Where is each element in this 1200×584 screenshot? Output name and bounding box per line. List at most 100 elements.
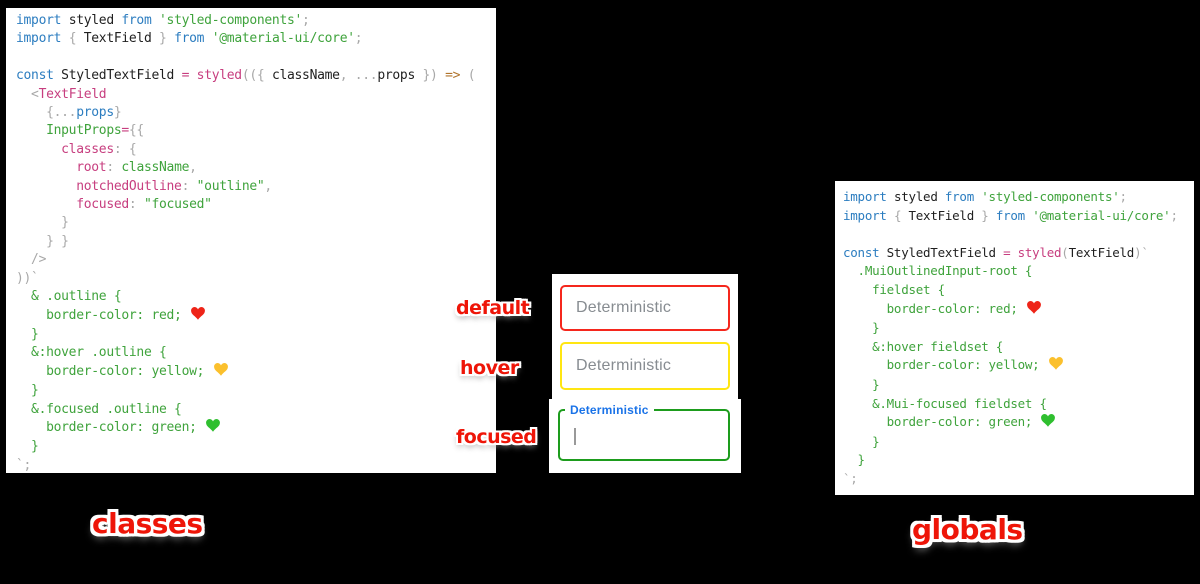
code-token: 'styled-components'	[159, 13, 303, 28]
code-token: import	[16, 31, 69, 47]
annotation-hover: hover	[460, 357, 519, 379]
code-token: import	[16, 13, 69, 28]
code-line: }	[16, 214, 496, 232]
code-token: <	[16, 86, 39, 102]
code-token: "focused"	[143, 197, 212, 213]
code-line: <TextField	[16, 86, 496, 104]
code-token: root	[16, 160, 107, 176]
code-line: .MuiOutlinedInput-root {	[843, 262, 1194, 281]
code-token: props	[377, 68, 415, 84]
code-token: &:hover fieldset {	[843, 338, 1004, 354]
code-line: }	[843, 451, 1194, 470]
textfield-default-label: Deterministic	[576, 299, 672, 316]
textfield-focused-label: Deterministic	[570, 403, 649, 417]
code-token: {	[68, 31, 84, 47]
code-token: className	[271, 68, 340, 84]
code-token: = styled	[1003, 244, 1062, 260]
code-token: )`	[1134, 244, 1149, 260]
code-line: />	[16, 251, 496, 269]
code-line: }	[16, 438, 496, 456]
code-token: & .outline {	[16, 289, 122, 305]
code-token: TextField	[1068, 244, 1135, 260]
code-token: border-color: green;	[843, 414, 1040, 430]
code-token: }	[16, 326, 39, 342]
code-line: }	[843, 376, 1194, 395]
code-line: fieldset {	[843, 281, 1194, 300]
code-line: border-color: green;	[843, 413, 1194, 433]
text-caret	[574, 428, 576, 445]
code-token: 'styled-components'	[981, 189, 1120, 204]
code-token: {{	[128, 123, 144, 139]
code-line: const StyledTextField = styled(({ classN…	[16, 67, 496, 85]
code-token: }	[159, 31, 175, 47]
code-line: const StyledTextField = styled(TextField…	[843, 244, 1194, 263]
heart-icon	[191, 306, 206, 326]
code-line: } }	[16, 233, 496, 251]
code-token: &.Mui-focused fieldset {	[843, 395, 1047, 411]
heart-icon	[213, 362, 228, 376]
code-line: `;	[16, 457, 496, 473]
code-line: border-color: green;	[16, 418, 496, 438]
code-token: {	[893, 207, 909, 223]
code-token: from	[944, 189, 982, 204]
code-line: }	[16, 326, 496, 344]
code-token: ,	[264, 178, 272, 194]
code-token: styled	[196, 68, 242, 84]
code-token: }	[16, 439, 39, 455]
heart-icon	[1048, 357, 1063, 371]
code-line: classes: {	[16, 141, 496, 159]
code-line	[16, 49, 496, 67]
code-token: border-color: yellow;	[843, 357, 1047, 373]
heart-icon	[1026, 300, 1041, 314]
code-line: border-color: red;	[16, 306, 496, 326]
textfield-hover-label: Deterministic	[576, 357, 672, 374]
code-token: TextField	[83, 31, 160, 47]
code-token: from	[995, 207, 1033, 223]
code-token: const	[16, 68, 62, 84]
annotation-classes: classes	[92, 507, 203, 540]
heart-icon	[206, 418, 221, 432]
code-token: &.focused .outline {	[16, 401, 182, 417]
code-line	[843, 225, 1194, 244]
code-token: from	[121, 13, 160, 28]
code-token: .MuiOutlinedInput-root {	[843, 263, 1033, 279]
code-token: {...	[16, 105, 77, 121]
code-token: '@material-ui/core'	[1032, 207, 1171, 223]
code-line: notchedOutline: "outline",	[16, 178, 496, 196]
code-line: focused: "focused"	[16, 196, 496, 214]
code-line: import { TextField } from '@material-ui/…	[16, 30, 496, 48]
code-token: from	[174, 31, 212, 47]
code-token: TextField	[908, 207, 982, 223]
heart-icon	[213, 362, 228, 382]
code-token: }	[16, 215, 69, 231]
heart-icon	[1048, 357, 1063, 376]
code-token: }	[843, 376, 880, 392]
textfield-strip: Deterministic Deterministic	[552, 274, 738, 400]
annotation-default: default	[456, 297, 530, 319]
textfield-hover[interactable]: Deterministic	[560, 342, 730, 390]
code-token: }	[981, 207, 996, 223]
code-line: & .outline {	[16, 288, 496, 306]
code-line: import styled from 'styled-components';	[843, 188, 1194, 207]
code-line: &:hover fieldset {	[843, 338, 1194, 357]
heart-icon	[1041, 414, 1056, 427]
code-token: ;	[1119, 189, 1128, 204]
code-line: &.Mui-focused fieldset {	[843, 395, 1194, 414]
code-token: StyledTextField	[886, 244, 1004, 260]
code-line: border-color: yellow;	[16, 362, 496, 382]
code-token: ;	[354, 31, 363, 47]
textfield-default[interactable]: Deterministic	[560, 285, 730, 331]
code-token: `;	[16, 457, 32, 473]
code-line: import styled from 'styled-components';	[16, 12, 496, 30]
code-line: border-color: yellow;	[843, 356, 1194, 376]
code-token: notchedOutline	[16, 178, 182, 194]
code-line: border-color: red;	[843, 300, 1194, 320]
globals-code-panel: import styled from 'styled-components';i…	[835, 181, 1194, 495]
textfield-focused[interactable]: Deterministic	[558, 404, 730, 461]
code-token: =	[121, 123, 129, 139]
heart-icon	[1041, 414, 1056, 433]
code-token: (	[467, 68, 476, 84]
heart-icon	[191, 306, 206, 320]
code-token: (({	[241, 68, 272, 84]
